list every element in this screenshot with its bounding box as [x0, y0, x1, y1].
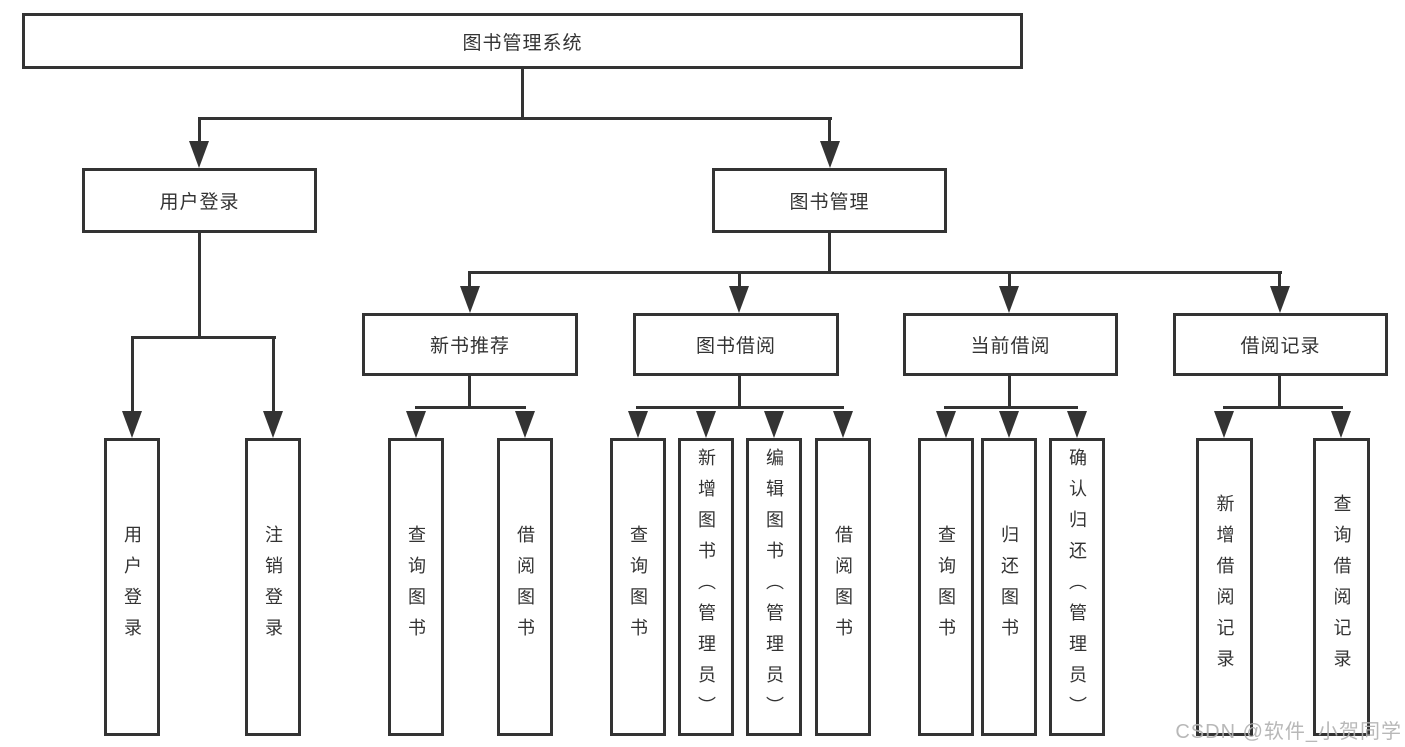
connector-line [738, 271, 741, 289]
connector-line [944, 406, 1078, 409]
connector-line [1278, 376, 1281, 407]
leaf-edit-book-admin: 编辑图书（管理员） [746, 438, 802, 736]
arrow-down-icon [696, 411, 716, 438]
watermark: CSDN @软件_小贺同学 [1175, 721, 1402, 743]
node-root: 图书管理系统 [22, 13, 1023, 69]
node-current-borrowing: 当前借阅 [903, 313, 1118, 376]
node-label: 查询借阅记录 [1331, 494, 1352, 680]
node-label: 借阅记录 [1240, 336, 1321, 357]
leaf-borrow-books-1: 借阅图书 [497, 438, 553, 736]
node-label: 图书借阅 [695, 336, 776, 357]
leaf-logout: 注销登录 [245, 438, 301, 736]
arrow-down-icon [729, 286, 749, 313]
arrow-down-icon [1067, 411, 1087, 438]
node-new-book-recommend: 新书推荐 [362, 313, 578, 376]
connector-line [1008, 376, 1011, 408]
node-label: 用户登录 [122, 525, 142, 649]
node-label: 借阅图书 [515, 525, 535, 649]
node-label: 新增借阅记录 [1214, 494, 1235, 680]
arrow-down-icon [628, 411, 648, 438]
connector-line [468, 376, 471, 408]
connector-line [1008, 271, 1011, 289]
arrow-down-icon [263, 411, 283, 438]
connector-line [636, 406, 844, 409]
connector-line [828, 117, 831, 143]
node-label: 当前借阅 [970, 336, 1051, 357]
node-label: 归还图书 [999, 525, 1019, 649]
leaf-query-books-3: 查询图书 [918, 438, 974, 736]
arrow-down-icon [999, 411, 1019, 438]
connector-line [1278, 271, 1281, 289]
leaf-add-borrow-record: 新增借阅记录 [1196, 438, 1253, 736]
arrow-down-icon [820, 141, 840, 168]
connector-line [738, 376, 741, 408]
leaf-user-login: 用户登录 [104, 438, 160, 736]
arrow-down-icon [122, 411, 142, 438]
leaf-query-borrow-record: 查询借阅记录 [1313, 438, 1370, 736]
connector-line [468, 271, 1282, 274]
node-label: 新书推荐 [429, 336, 510, 357]
arrow-down-icon [936, 411, 956, 438]
node-borrowing-records: 借阅记录 [1173, 313, 1388, 376]
connector-line [468, 271, 471, 289]
arrow-down-icon [406, 411, 426, 438]
arrow-down-icon [764, 411, 784, 438]
connector-line [272, 336, 275, 413]
node-book-borrowing: 图书借阅 [633, 313, 839, 376]
node-label: 查询图书 [936, 525, 956, 649]
arrow-down-icon [189, 141, 209, 168]
leaf-query-books-2: 查询图书 [610, 438, 666, 736]
arrow-down-icon [460, 286, 480, 313]
arrow-down-icon [1214, 411, 1234, 438]
connector-line [828, 232, 831, 274]
node-label: 图书管理系统 [462, 32, 583, 54]
arrow-down-icon [999, 286, 1019, 313]
connector-line [198, 117, 832, 120]
connector-line [131, 336, 134, 413]
arrow-down-icon [833, 411, 853, 438]
leaf-return-books: 归还图书 [981, 438, 1037, 736]
connector-line [1223, 406, 1343, 409]
connector-line [131, 336, 276, 339]
arrow-down-icon [515, 411, 535, 438]
leaf-add-book-admin: 新增图书（管理员） [678, 438, 734, 736]
connector-line [198, 117, 201, 143]
node-label: 确认归还（管理员） [1067, 447, 1087, 727]
leaf-borrow-books-2: 借阅图书 [815, 438, 871, 736]
node-label: 查询图书 [406, 525, 426, 649]
arrow-down-icon [1331, 411, 1351, 438]
leaf-query-books-1: 查询图书 [388, 438, 444, 736]
node-user-login: 用户登录 [82, 168, 317, 233]
leaf-confirm-return-admin: 确认归还（管理员） [1049, 438, 1105, 736]
connector-line [198, 232, 201, 339]
node-label: 用户登录 [159, 192, 240, 213]
connector-line [521, 69, 524, 120]
node-label: 注销登录 [263, 525, 283, 649]
connector-line [415, 406, 526, 409]
node-book-management: 图书管理 [712, 168, 947, 233]
node-label: 图书管理 [789, 192, 870, 213]
node-label: 查询图书 [628, 525, 648, 649]
arrow-down-icon [1270, 286, 1290, 313]
node-label: 编辑图书（管理员） [764, 447, 784, 727]
node-label: 新增图书（管理员） [696, 447, 716, 727]
node-label: 借阅图书 [833, 525, 853, 649]
